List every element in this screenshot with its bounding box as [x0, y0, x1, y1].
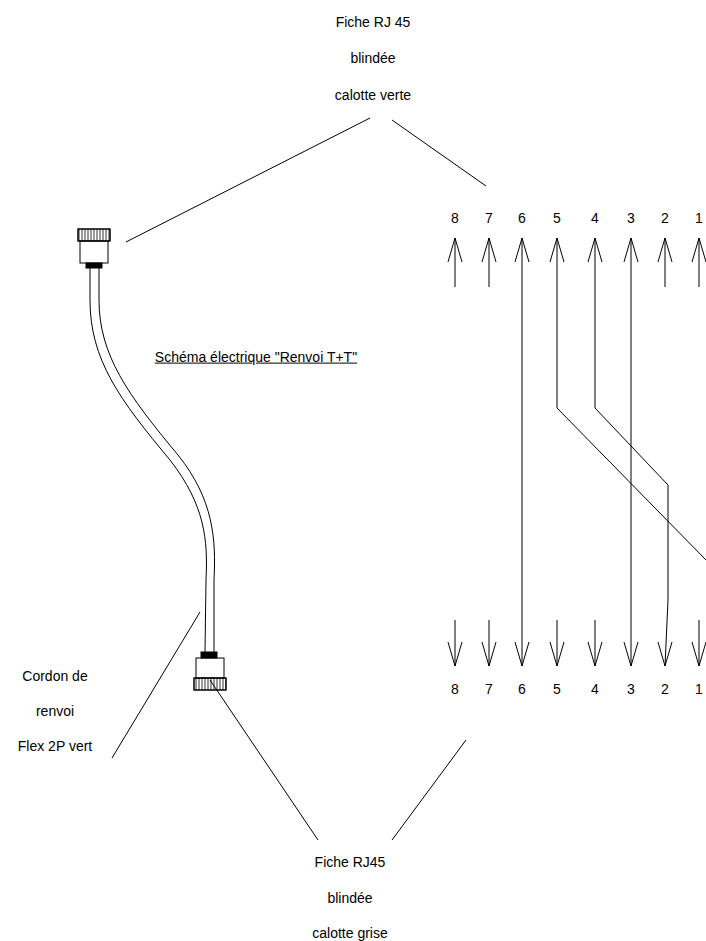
wire: [699, 620, 700, 666]
wire: [595, 620, 596, 666]
pin-number: 7: [485, 210, 493, 227]
wire: [631, 238, 632, 666]
pin-number: 2: [661, 681, 669, 698]
wire: [489, 620, 490, 666]
wire: [557, 238, 706, 560]
callout-text: blindée: [350, 50, 395, 67]
pin-number: 3: [627, 681, 635, 698]
pin-number: 8: [451, 210, 459, 227]
pin-number: 5: [553, 681, 561, 698]
diagram-title: Schéma électrique "Renvoi T+T": [155, 349, 357, 366]
pin-wiring: [448, 238, 706, 666]
pin-number: 1: [695, 210, 703, 227]
pin-number: 5: [553, 210, 561, 227]
leader-line: [126, 118, 370, 242]
pin-number: 7: [485, 681, 493, 698]
leader-line: [392, 740, 466, 840]
pin-number: 4: [591, 681, 599, 698]
leader-line: [112, 612, 200, 758]
pin-number: 3: [627, 210, 635, 227]
pin-number: 4: [591, 210, 599, 227]
pin-number: 8: [451, 681, 459, 698]
leader-line: [210, 680, 318, 840]
pin-number: 6: [518, 210, 526, 227]
wire: [455, 238, 456, 287]
cable: [90, 268, 206, 652]
callout-text: blindée: [327, 890, 372, 907]
wire: [455, 620, 456, 666]
callout-text: Fiche RJ45: [315, 854, 386, 871]
wire: [699, 238, 700, 287]
wire: [557, 620, 558, 666]
rj45-plug-bottom: [194, 652, 226, 690]
pin-number: 6: [518, 681, 526, 698]
callout-text: calotte grise: [312, 925, 387, 941]
callout-text: Flex 2P vert: [18, 738, 92, 755]
callout-text: Cordon de: [22, 668, 87, 685]
wire: [522, 238, 523, 666]
callout-text: renvoi: [36, 703, 74, 720]
leader-line: [392, 120, 486, 186]
rj45-plug-top: [78, 229, 110, 268]
cable: [99, 268, 215, 652]
pin-number: 1: [695, 681, 703, 698]
callout-text: calotte verte: [335, 87, 411, 104]
wire: [595, 238, 668, 666]
callout-text: Fiche RJ 45: [336, 14, 411, 31]
wire: [489, 238, 490, 287]
pin-number: 2: [661, 210, 669, 227]
wire: [665, 238, 666, 287]
